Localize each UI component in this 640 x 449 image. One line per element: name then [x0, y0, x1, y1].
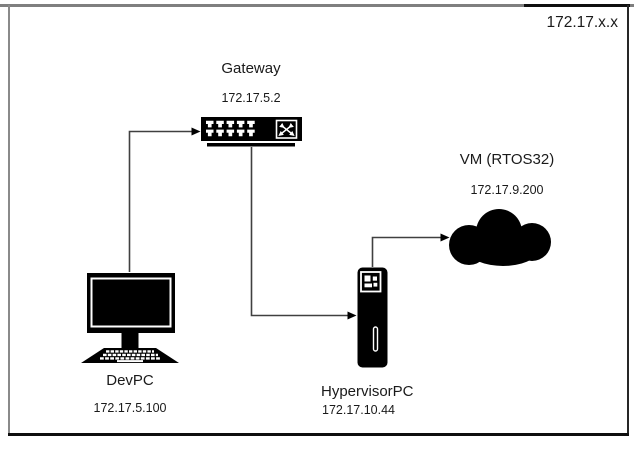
- border-left: [8, 5, 10, 435]
- gateway-ip: 172.17.5.2: [221, 91, 281, 105]
- connector-hypervisorpc-to-vm: [371, 233, 450, 267]
- connector-gateway-to-hypervisorpc: [250, 147, 357, 320]
- border-bottom: [8, 433, 629, 436]
- hypervisorpc-ip: 172.17.10.44: [322, 403, 395, 417]
- switch-ports: [206, 120, 255, 137]
- devpc-ip: 172.17.5.100: [93, 401, 167, 415]
- devpc-label: DevPC: [106, 372, 154, 389]
- desktop-computer-icon: [81, 273, 179, 363]
- keyboard-spacebar: [117, 360, 143, 363]
- gateway-label: Gateway: [221, 60, 281, 77]
- tower-pc-icon: [357, 267, 388, 368]
- switch-base-bar: [207, 143, 295, 147]
- keyboard-keys: [100, 350, 161, 363]
- hypervisorpc-label: HypervisorPC: [321, 383, 414, 400]
- tower-logo-panel: [360, 271, 382, 293]
- cloud-icon: [449, 209, 551, 266]
- connector-devpc-to-gateway: [128, 127, 201, 272]
- network-switch-icon: [201, 117, 302, 147]
- tower-drive-slot: [372, 326, 379, 352]
- border-right: [627, 5, 630, 435]
- border-top-black: [524, 4, 630, 8]
- monitor-stand: [121, 333, 139, 348]
- switch-crossed-arrows-icon: [275, 119, 298, 139]
- monitor: [87, 273, 175, 333]
- monitor-screen-outline: [90, 277, 172, 328]
- vm-label: VM (RTOS32): [459, 151, 555, 168]
- border-top-gray: [0, 4, 634, 7]
- vm-ip: 172.17.9.200: [470, 183, 544, 197]
- network-range-label: 172.17.x.x: [546, 14, 618, 31]
